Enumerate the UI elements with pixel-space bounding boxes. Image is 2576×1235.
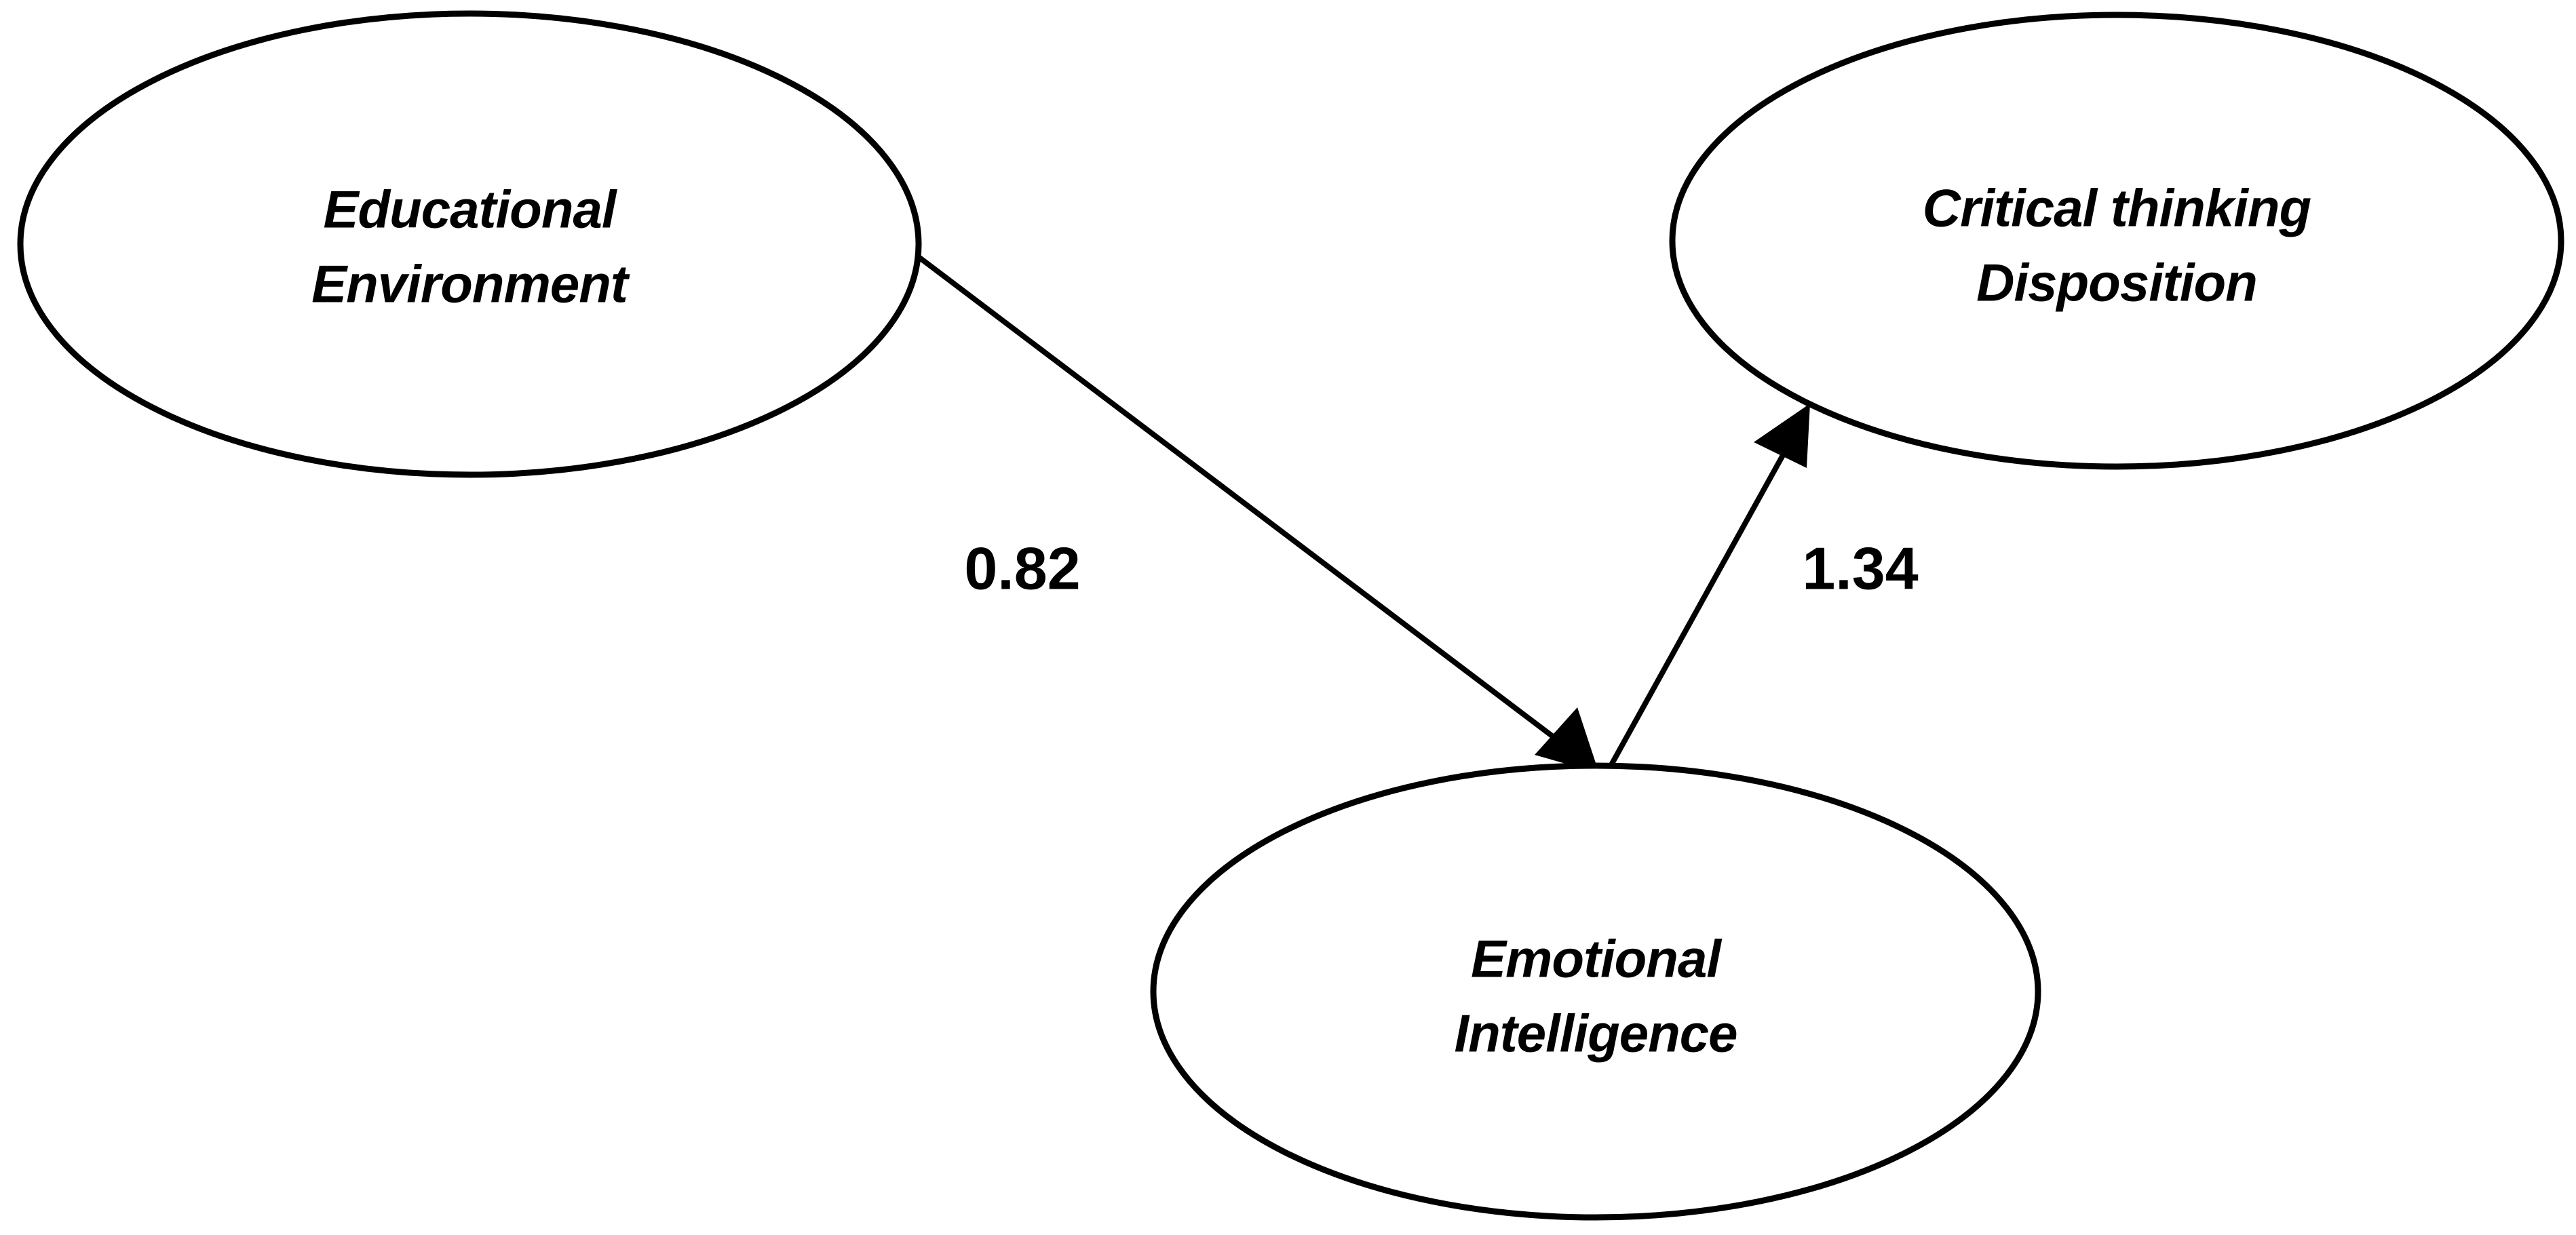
node-emotional-intelligence[interactable]: Emotional Intelligence <box>1150 762 2041 1221</box>
path-coefficient-ee-to-ei: 0.82 <box>964 534 1080 602</box>
arrow-head-ee-to-ei <box>1535 707 1599 773</box>
node-ellipse-educational-environment[interactable] <box>17 10 922 478</box>
path-edge-ei-to-ctd <box>1606 404 1810 771</box>
node-label-emotional-intelligence-line1: Emotional <box>1471 929 1722 989</box>
node-label-critical-thinking-disposition-line1: Critical thinking <box>1923 178 2311 238</box>
node-label-educational-environment-line2: Environment <box>311 254 630 314</box>
node-critical-thinking-disposition[interactable]: Critical thinking Disposition <box>1669 12 2564 470</box>
node-ellipse-critical-thinking-disposition[interactable] <box>1669 12 2564 470</box>
node-label-critical-thinking-disposition-line2: Disposition <box>1976 253 2257 313</box>
arrow-head-ei-to-ctd <box>1754 404 1810 468</box>
path-coefficient-ei-to-ctd: 1.34 <box>1802 534 1918 602</box>
path-line-ee-to-ei <box>902 243 1583 760</box>
node-ellipse-emotional-intelligence[interactable] <box>1150 762 2041 1221</box>
node-label-emotional-intelligence-line2: Intelligence <box>1454 1004 1737 1063</box>
path-edge-ee-to-ei <box>902 243 1599 773</box>
path-line-ei-to-ctd <box>1606 429 1799 771</box>
node-educational-environment[interactable]: Educational Environment <box>17 10 922 478</box>
node-label-educational-environment-line1: Educational <box>323 180 617 239</box>
